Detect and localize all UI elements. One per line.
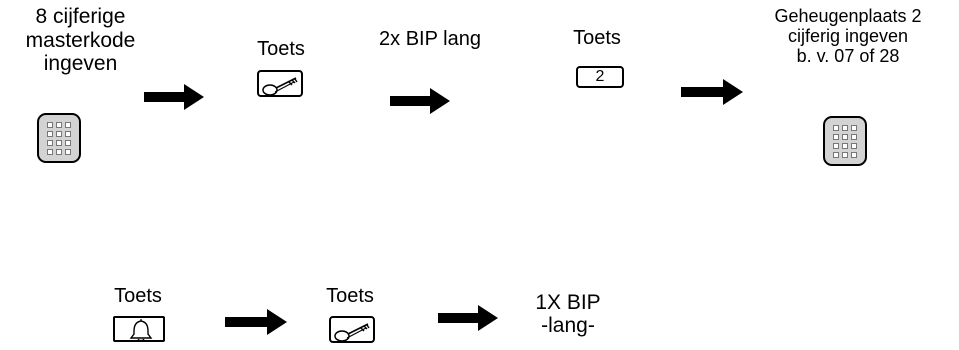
right-arrow-icon bbox=[681, 79, 743, 105]
key-button[interactable] bbox=[257, 70, 303, 97]
keypad-key bbox=[842, 134, 848, 140]
keypad-key bbox=[851, 152, 857, 158]
keypad-key bbox=[65, 140, 71, 146]
key-icon bbox=[262, 77, 298, 96]
key-icon bbox=[334, 323, 370, 342]
right-arrow-icon bbox=[438, 305, 498, 331]
keypad-key bbox=[842, 125, 848, 131]
beep-long-text: 2x BIP lang bbox=[379, 28, 481, 50]
keypad-buttons bbox=[47, 122, 71, 156]
keypad-key bbox=[842, 143, 848, 149]
keypad-key bbox=[65, 131, 71, 137]
keypad-key bbox=[851, 125, 857, 131]
keypad-key bbox=[47, 131, 53, 137]
keypad-key bbox=[56, 149, 62, 155]
keypad-key bbox=[47, 149, 53, 155]
two-button-label: Toets bbox=[573, 27, 621, 49]
keypad-key bbox=[65, 149, 71, 155]
bell-button-label: Toets bbox=[114, 285, 162, 307]
keypad-icon bbox=[823, 116, 867, 166]
bell-icon bbox=[129, 319, 153, 342]
right-arrow-icon bbox=[225, 309, 287, 335]
keypad-key bbox=[833, 134, 839, 140]
keypad-key bbox=[833, 152, 839, 158]
keypad-icon bbox=[37, 113, 81, 163]
right-arrow-icon bbox=[144, 84, 204, 110]
keypad-key bbox=[65, 122, 71, 128]
two-button[interactable]: 2 bbox=[576, 66, 624, 88]
masterkode-instruction: 8 cijferige masterkode ingeven bbox=[25, 5, 136, 76]
keypad-key bbox=[851, 134, 857, 140]
right-arrow-icon bbox=[390, 88, 450, 114]
keypad-key bbox=[842, 152, 848, 158]
key-button-label: Toets bbox=[257, 38, 305, 60]
memory-position-instruction: Geheugenplaats 2 cijferig ingeven b. v. … bbox=[774, 6, 922, 66]
single-long-beep-text: 1X BIP -lang- bbox=[535, 291, 601, 337]
keypad-key bbox=[56, 131, 62, 137]
keypad-key bbox=[47, 140, 53, 146]
keypad-key bbox=[56, 122, 62, 128]
bell-button[interactable] bbox=[113, 316, 165, 342]
key-button[interactable] bbox=[329, 316, 375, 343]
keypad-buttons bbox=[833, 125, 857, 159]
keypad-key bbox=[56, 140, 62, 146]
keypad-key bbox=[833, 143, 839, 149]
keypad-key bbox=[833, 125, 839, 131]
keypad-key bbox=[47, 122, 53, 128]
key-button-label: Toets bbox=[326, 285, 374, 307]
keypad-key bbox=[851, 143, 857, 149]
